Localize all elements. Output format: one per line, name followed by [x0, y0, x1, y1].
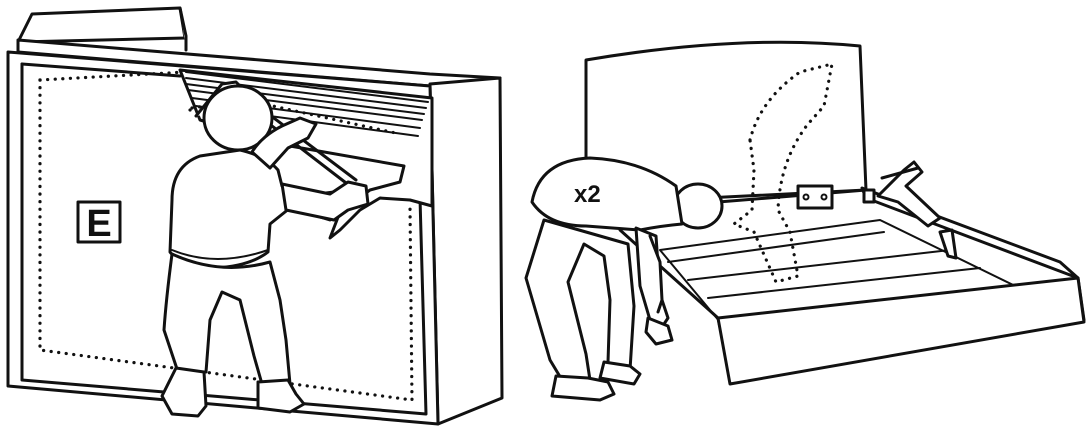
left-step-panel: E — [6, 6, 504, 426]
worker-figure — [160, 84, 370, 418]
part-label-e: E — [76, 200, 122, 245]
part-label-e-text: E — [86, 203, 111, 245]
count-label-x2: x2 — [574, 181, 601, 208]
gas-strut-mechanism — [862, 160, 942, 228]
headboard — [584, 40, 868, 206]
right-step-panel: x2 — [524, 40, 1086, 402]
bending-worker-figure — [524, 156, 724, 402]
hinge-bracket — [796, 184, 834, 210]
